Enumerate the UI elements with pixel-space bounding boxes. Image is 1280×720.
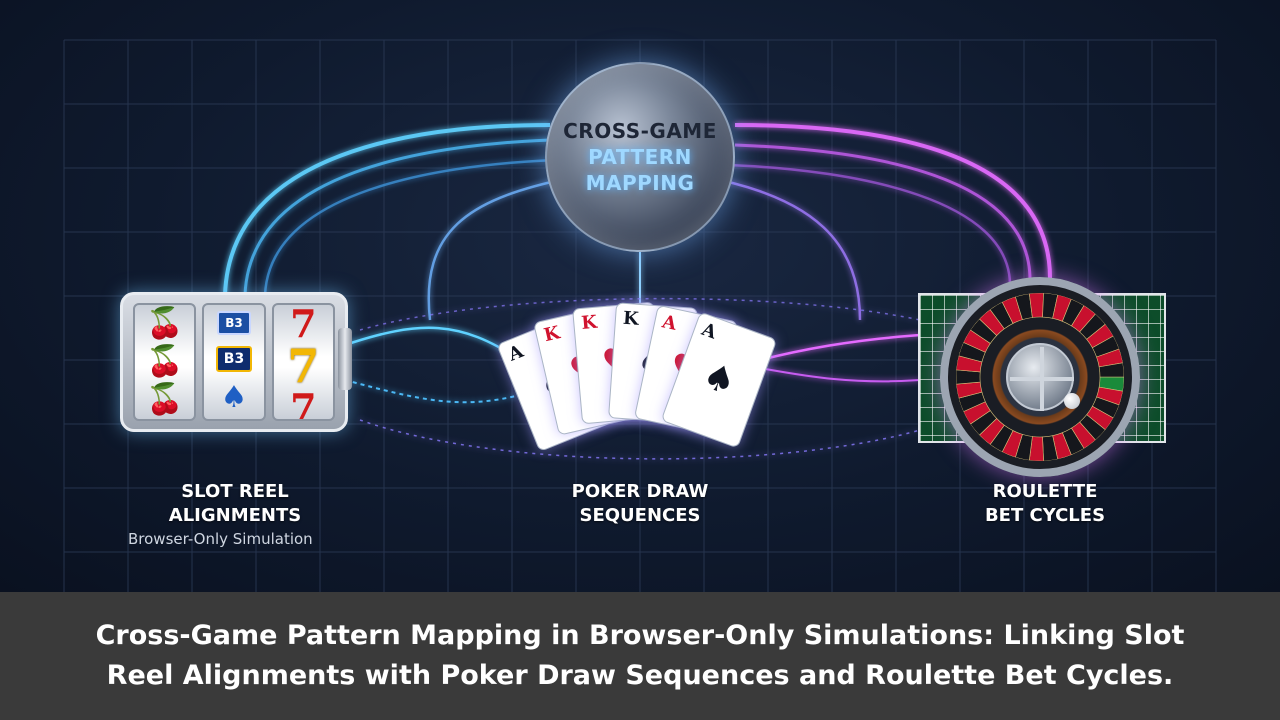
spade-icon: ♠	[220, 380, 248, 416]
hub-title-line2: PATTERN	[588, 145, 692, 169]
caption-line-2: Reel Alignments with Poker Draw Sequence…	[106, 660, 1174, 691]
card-rank: A	[698, 318, 720, 344]
cherry-icon: 🍒	[145, 344, 184, 379]
roulette-pockets	[956, 293, 1124, 461]
seven-icon: 7	[290, 303, 317, 346]
roulette-hub	[1006, 343, 1074, 411]
section-label-line: BET CYCLES	[984, 505, 1106, 526]
section-label-line: ROULETTE	[992, 481, 1098, 502]
card-rank: K	[580, 311, 598, 334]
roulette-pocket	[1098, 362, 1124, 378]
link-hub-roulette-outer	[734, 123, 1052, 279]
link-hub-roulette-inner	[727, 163, 1012, 286]
slot-reel-3: 7 7 7	[271, 303, 335, 421]
section-label-line: SEQUENCES	[579, 505, 701, 526]
roulette-pocket	[956, 369, 981, 385]
cherry-icon: 🍒	[145, 382, 184, 417]
caption-bar: Cross-Game Pattern Mapping in Browser-On…	[0, 592, 1280, 720]
link-slot-hub-outer	[223, 123, 551, 296]
section-label-poker: POKER DRAW SEQUENCES	[535, 480, 745, 528]
link-poker-arc-bottom	[359, 419, 921, 460]
caption-line-1: Cross-Game Pattern Mapping in Browser-On…	[95, 620, 1185, 651]
diagram-stage: CROSS-GAME PATTERN MAPPING 🍒 🍒 🍒 B3 B3 ♠…	[0, 0, 1280, 592]
roulette-wheel	[940, 277, 1140, 477]
section-label-roulette: ROULETTE BET CYCLES	[950, 480, 1140, 528]
link-slot-hub-mid	[243, 138, 551, 296]
roulette-spoke	[1010, 377, 1074, 381]
section-sublabel-slot: Browser-Only Simulation	[128, 530, 313, 548]
card-rank: A	[660, 311, 679, 335]
roulette-ball	[1064, 393, 1080, 409]
section-label-line: SLOT REEL	[181, 481, 289, 502]
section-label-line: ALIGNMENTS	[168, 505, 302, 526]
section-label-line: POKER DRAW	[571, 481, 709, 502]
link-poker-arc-top	[359, 297, 921, 331]
link-roulette-poker-top	[759, 333, 921, 362]
card-rank: A	[505, 340, 527, 366]
section-label-slot: SLOT REEL ALIGNMENTS	[140, 480, 330, 528]
seven-icon: 7	[287, 339, 320, 393]
link-slot-poker-bottom	[344, 379, 521, 404]
hub-title-line3: MAPPING	[585, 171, 695, 195]
seven-icon: 7	[290, 385, 317, 421]
card-rank: K	[541, 322, 562, 347]
slot-reel-2: B3 B3 ♠	[202, 303, 266, 421]
card-suit-icon: ♠	[696, 354, 742, 405]
cherry-icon: 🍒	[145, 306, 184, 341]
bar-symbol-icon: B3	[215, 345, 253, 372]
pattern-mapping-hub: CROSS-GAME PATTERN MAPPING	[545, 62, 735, 252]
link-slot-poker-top	[344, 326, 521, 362]
link-hub-roulette-mid	[734, 143, 1032, 281]
slot-lever	[338, 328, 352, 390]
hub-title-line1: CROSS-GAME	[563, 119, 717, 143]
bar-symbol-icon: B3	[217, 310, 251, 335]
slot-reel-1: 🍒 🍒 🍒	[133, 303, 197, 421]
link-slot-hub-inner	[263, 158, 556, 296]
link-hub-poker-left	[427, 178, 561, 321]
slot-machine: 🍒 🍒 🍒 B3 B3 ♠ 7 7 7	[120, 292, 348, 432]
card-rank: K	[622, 307, 640, 330]
link-hub-poker-right	[719, 178, 862, 321]
link-roulette-poker-bottom	[759, 367, 921, 383]
